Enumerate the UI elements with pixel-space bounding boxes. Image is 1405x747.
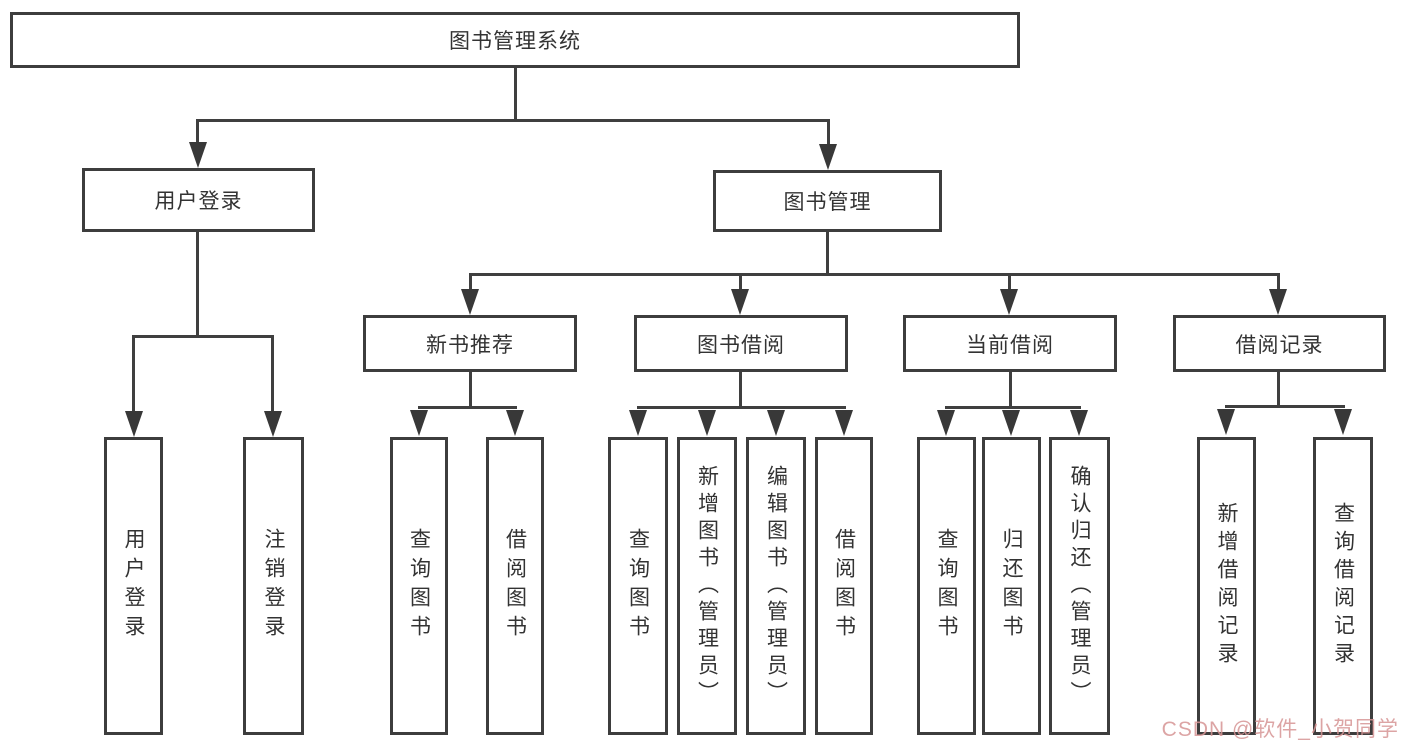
- connector-drop-borrowing: [739, 273, 742, 290]
- node-book-management-branch: 图书管理: [713, 170, 942, 232]
- leaf-query-books-2: 查询图书: [608, 437, 668, 735]
- connector-drop-user-login: [196, 119, 199, 145]
- leaf-logout: 注销登录: [243, 437, 304, 735]
- arrowhead-add-book: [698, 410, 716, 436]
- connector-level3-rail: [469, 273, 1280, 276]
- connector-drop-book-mgmt: [827, 119, 830, 146]
- leaf-add-borrow-record: 新增借阅记录: [1197, 437, 1256, 735]
- leaf-query-books-3: 查询图书: [917, 437, 976, 735]
- connector-user-login-stem: [196, 232, 199, 335]
- connector-records-rail: [1225, 405, 1345, 408]
- arrowhead-book-mgmt: [819, 144, 837, 170]
- connector-level2-rail: [196, 119, 830, 122]
- node-root-library-system: 图书管理系统: [10, 12, 1020, 68]
- arrowhead-borrow-books-1: [506, 410, 524, 436]
- connector-book-mgmt-stem: [826, 232, 829, 273]
- connector-drop-leaf-logout: [271, 335, 274, 412]
- leaf-return-book: 归还图书: [982, 437, 1041, 735]
- arrowhead-borrow-books-2: [835, 410, 853, 436]
- arrowhead-current: [1000, 289, 1018, 315]
- leaf-borrow-books-1: 借阅图书: [486, 437, 544, 735]
- node-book-borrowing: 图书借阅: [634, 315, 848, 372]
- node-current-borrowing: 当前借阅: [903, 315, 1117, 372]
- leaf-confirm-return-admin: 确认归还（管理员）: [1049, 437, 1110, 735]
- node-user-login-branch: 用户登录: [82, 168, 315, 232]
- leaf-user-login: 用户登录: [104, 437, 163, 735]
- connector-current-stem: [1009, 372, 1012, 406]
- connector-drop-new-book: [469, 273, 472, 290]
- arrowhead-new-book: [461, 289, 479, 315]
- node-borrowing-records: 借阅记录: [1173, 315, 1386, 372]
- connector-new-book-rail: [418, 406, 517, 409]
- arrowhead-query-books-3: [937, 410, 955, 436]
- leaf-query-books-1: 查询图书: [390, 437, 448, 735]
- connector-drop-current: [1008, 273, 1011, 290]
- arrowhead-query-books-2: [629, 410, 647, 436]
- leaf-edit-book-admin: 编辑图书（管理员）: [746, 437, 806, 735]
- arrowhead-borrowing: [731, 289, 749, 315]
- arrowhead-query-record: [1334, 409, 1352, 435]
- arrowhead-return-book: [1002, 410, 1020, 436]
- csdn-watermark: CSDN @软件_小贺同学: [1161, 718, 1399, 741]
- connector-borrowing-stem: [739, 372, 742, 406]
- node-new-book-recommendation: 新书推荐: [363, 315, 577, 372]
- arrowhead-query-books-1: [410, 410, 428, 436]
- connector-drop-leaf-login: [132, 335, 135, 412]
- arrowhead-user-login: [189, 142, 207, 168]
- connector-borrowing-rail: [637, 406, 846, 409]
- connector-records-stem: [1277, 372, 1280, 405]
- arrowhead-confirm-return: [1070, 410, 1088, 436]
- leaf-query-borrow-record: 查询借阅记录: [1313, 437, 1373, 735]
- connector-drop-records: [1277, 273, 1280, 290]
- connector-user-login-rail: [132, 335, 274, 338]
- arrowhead-add-record: [1217, 409, 1235, 435]
- leaf-add-book-admin: 新增图书（管理员）: [677, 437, 737, 735]
- connector-new-book-stem: [469, 372, 472, 406]
- arrowhead-leaf-login: [125, 411, 143, 437]
- connector-current-rail: [945, 406, 1081, 409]
- leaf-borrow-books-2: 借阅图书: [815, 437, 873, 735]
- arrowhead-edit-book: [767, 410, 785, 436]
- arrowhead-leaf-logout: [264, 411, 282, 437]
- connector-root-stem: [514, 68, 517, 119]
- arrowhead-records: [1269, 289, 1287, 315]
